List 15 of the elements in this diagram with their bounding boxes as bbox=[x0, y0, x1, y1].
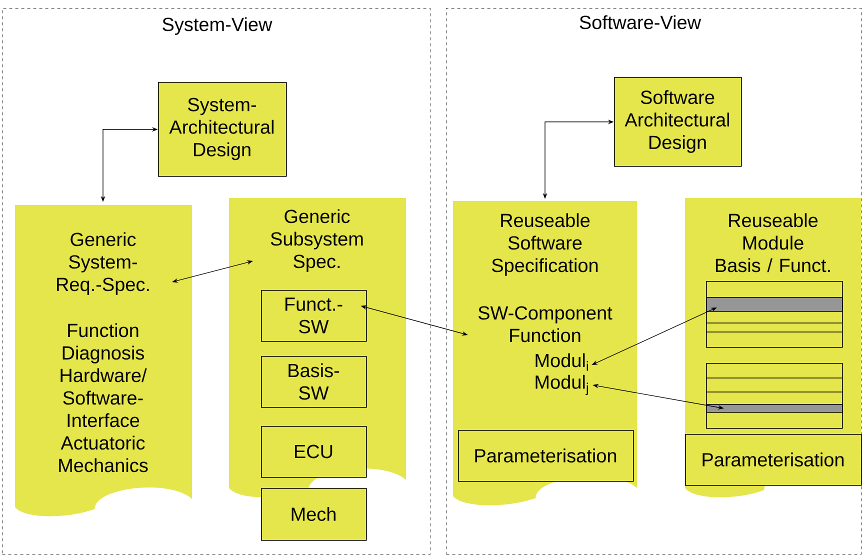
node-label: Generic Subsystem Spec. bbox=[270, 209, 363, 272]
table-box bbox=[706, 281, 843, 348]
process-box: System-Architectural Design bbox=[158, 82, 287, 177]
module-label: Modul$_{j}$ bbox=[536, 374, 588, 396]
process-box: Software Architectural Design bbox=[614, 77, 742, 167]
process-box: Parameterisation bbox=[458, 430, 634, 482]
highlighted-row bbox=[706, 404, 843, 413]
process-box: ECU bbox=[261, 426, 367, 478]
table-box bbox=[706, 363, 843, 429]
process-box: Basis-SW bbox=[261, 356, 367, 408]
process-box: Funct.-SW bbox=[261, 290, 367, 342]
module-label: Modul$_{i}$ bbox=[536, 353, 588, 371]
highlighted-row bbox=[706, 297, 843, 312]
process-box: Mech bbox=[261, 488, 367, 541]
process-box: Parameterisation bbox=[685, 434, 862, 486]
